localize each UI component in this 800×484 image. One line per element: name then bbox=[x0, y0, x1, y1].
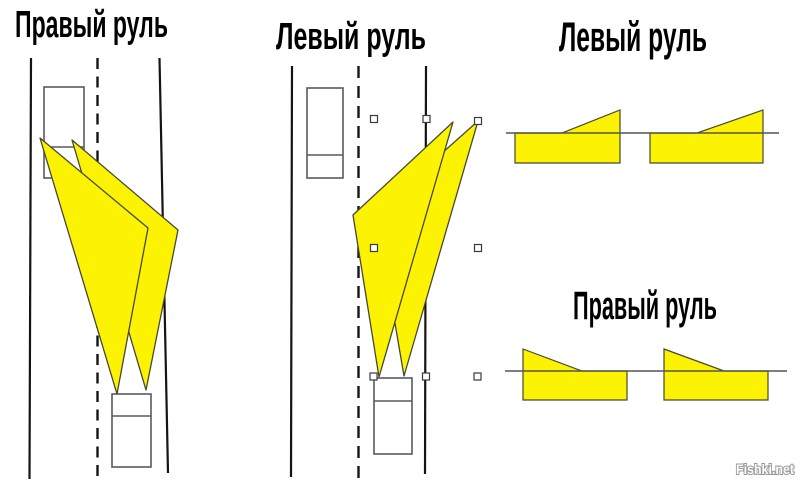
selection-handle-top-right[interactable] bbox=[473, 116, 483, 126]
selection-handle-top-left[interactable] bbox=[369, 114, 379, 124]
panel-title-left-hand-drive: Левый руль bbox=[276, 16, 426, 58]
driver-car bbox=[373, 377, 413, 455]
selection-handles bbox=[369, 114, 483, 381]
road-left-edge-line bbox=[289, 65, 294, 478]
panel-left-hand-drive-road: Левый руль bbox=[276, 16, 483, 480]
oncoming-car bbox=[306, 87, 344, 179]
panel-cutoff-pattern-left-hand-drive: Левый руль bbox=[506, 13, 779, 164]
site-watermark: Fishki.net bbox=[736, 461, 794, 477]
panel-right-hand-drive-road: Правый руль bbox=[15, 4, 179, 481]
selection-handle-middle-right[interactable] bbox=[473, 243, 483, 253]
pattern-title-left-hand-drive: Левый руль bbox=[559, 13, 707, 60]
cutoff-shape-left-headlight bbox=[514, 109, 621, 164]
road-left-edge-line bbox=[28, 57, 33, 480]
selection-handle-bottom-middle[interactable] bbox=[421, 372, 431, 381]
driver-car bbox=[111, 393, 152, 468]
pattern-title-right-hand-drive: Правый руль bbox=[573, 284, 717, 328]
headlight-beam-left bbox=[39, 137, 149, 395]
cutoff-shape-right-headlight bbox=[663, 348, 769, 401]
panel-cutoff-pattern-right-hand-drive: Правый руль bbox=[505, 284, 787, 401]
selection-handle-bottom-left[interactable] bbox=[369, 372, 378, 381]
cutoff-shape-right-headlight bbox=[649, 109, 764, 164]
headlight-beam-left bbox=[352, 121, 454, 378]
panel-title-right-hand-drive: Правый руль bbox=[15, 4, 168, 46]
cutoff-shape-left-headlight bbox=[522, 348, 628, 401]
selection-handle-top-middle[interactable] bbox=[422, 114, 431, 124]
selection-handle-bottom-right[interactable] bbox=[473, 372, 482, 381]
selection-handle-middle-left[interactable] bbox=[369, 243, 379, 253]
